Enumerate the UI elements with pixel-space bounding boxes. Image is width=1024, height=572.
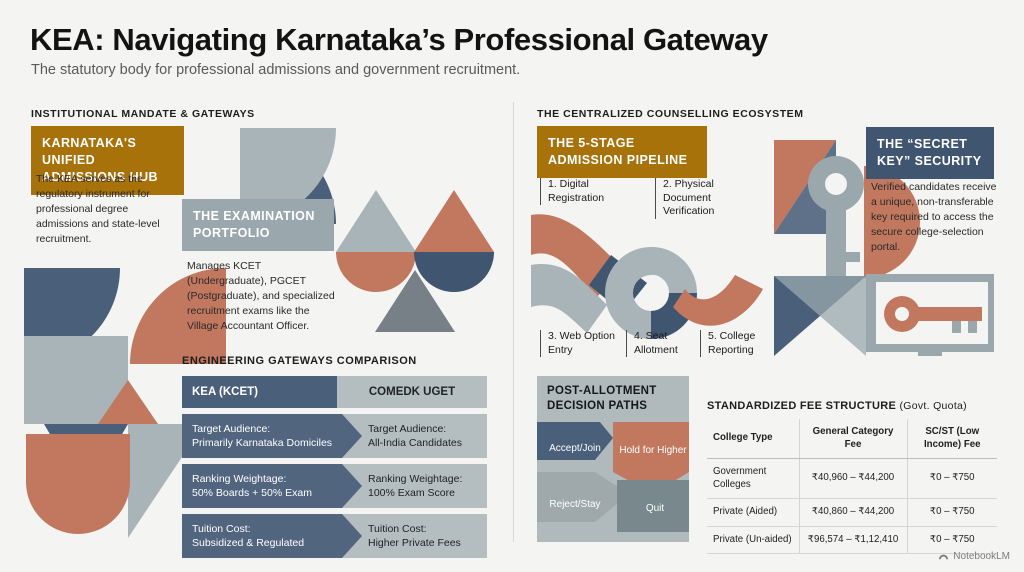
fee-heading-main: STANDARDIZED FEE STRUCTURE <box>707 400 897 412</box>
row-comedk-value: 100% Exam Score <box>368 487 455 499</box>
pipeline-flow-graphic <box>531 214 763 339</box>
fee-col-scst: SC/ST (Low Income) Fee <box>906 419 997 459</box>
pipeline-stage-5: 5. College Reporting <box>700 330 770 357</box>
card-title-secret-key-security: THE “SECRET KEY” SECURITY <box>866 127 994 179</box>
comparison-header-row: KEA (KCET) COMEDK UGET <box>182 376 487 408</box>
card-title-examination-portfolio: THE EXAMINATION PORTFOLIO <box>182 199 334 251</box>
card-title-admission-pipeline: THE 5-STAGE ADMISSION PIPELINE <box>537 126 707 178</box>
comparison-row: Target Audience: Primarily Karnataka Dom… <box>182 414 487 458</box>
card-body-examination-portfolio: Manages KCET (Undergraduate), PGCET (Pos… <box>187 260 335 332</box>
fee-cell-scst: ₹0 – ₹750 <box>906 526 997 554</box>
decision-tile-accept-join: Accept/Join <box>549 442 601 454</box>
row-comedk-cell: Target Audience: All-India Candidates <box>368 414 487 458</box>
section-header-right: THE CENTRALIZED COUNSELLING ECOSYSTEM <box>537 108 804 120</box>
card-body-secret-key-security: Verified candidates receive a unique, no… <box>871 181 997 253</box>
watermark: NotebookLM <box>938 551 1010 562</box>
row-kea-cell: Tuition Cost: Subsidized & Regulated <box>182 514 362 558</box>
row-kea-cell: Ranking Weightage: 50% Boards + 50% Exam <box>182 464 362 508</box>
fee-cell-scst: ₹0 – ₹750 <box>906 498 997 527</box>
table-row: Private (Un-aided) ₹96,574 – ₹1,12,410 ₹… <box>707 526 997 554</box>
decorative-geometry-left <box>24 128 494 538</box>
comparison-heading: ENGINEERING GATEWAYS COMPARISON <box>182 355 417 367</box>
table-row: Government Colleges ₹40,960 – ₹44,200 ₹0… <box>707 458 997 499</box>
card-title-admissions-hub: KARNATAKA'S UNIFIED ADMISSIONS HUB <box>31 126 184 195</box>
row-kea-title: Ranking Weightage: <box>192 473 287 485</box>
fee-heading-sub: (Govt. Quota) <box>899 400 967 412</box>
fee-cell-general: ₹96,574 – ₹1,12,410 <box>798 526 907 554</box>
section-header-left: INSTITUTIONAL MANDATE & GATEWAYS <box>31 108 255 120</box>
row-comedk-title: Tuition Cost: <box>368 523 427 535</box>
key-security-graphic <box>774 140 994 356</box>
table-row: Private (Aided) ₹40,860 – ₹44,200 ₹0 – ₹… <box>707 498 997 527</box>
row-comedk-value: All-India Candidates <box>368 437 462 449</box>
page-title: KEA: Navigating Karnataka’s Professional… <box>30 22 768 57</box>
fee-cell-scst: ₹0 – ₹750 <box>906 458 997 499</box>
comparison-col-comedk: COMEDK UGET <box>337 376 487 408</box>
fee-cell-type: Private (Un-aided) <box>707 526 799 554</box>
comparison-col-kea: KEA (KCET) <box>182 376 337 408</box>
row-kea-value: 50% Boards + 50% Exam <box>192 487 312 499</box>
comparison-row: Ranking Weightage: 50% Boards + 50% Exam… <box>182 464 487 508</box>
fee-cell-general: ₹40,960 – ₹44,200 <box>798 458 907 499</box>
row-comedk-value: Higher Private Fees <box>368 537 461 549</box>
fee-cell-type: Government Colleges <box>707 458 799 499</box>
row-kea-title: Tuition Cost: <box>192 523 251 535</box>
decision-paths-graphic: POST-ALLOTMENT DECISION PATHS Accept/Joi… <box>537 376 689 542</box>
decision-tile-quit: Quit <box>645 502 665 514</box>
row-comedk-cell: Ranking Weightage: 100% Exam Score <box>368 464 487 508</box>
pipeline-stage-3: 3. Web Option Entry <box>540 330 616 357</box>
page-subtitle: The statutory body for professional admi… <box>31 62 521 78</box>
fee-cell-type: Private (Aided) <box>707 498 799 527</box>
key-icon <box>884 296 982 333</box>
fee-col-general: General Category Fee <box>798 419 907 459</box>
row-kea-value: Subsidized & Regulated <box>192 537 305 549</box>
comparison-row: Tuition Cost: Subsidized & Regulated Tui… <box>182 514 487 558</box>
card-title-decision-paths: POST-ALLOTMENT DECISION PATHS <box>537 376 689 422</box>
fee-cell-general: ₹40,860 – ₹44,200 <box>798 498 907 527</box>
fee-structure-heading: STANDARDIZED FEE STRUCTURE (Govt. Quota) <box>707 400 967 412</box>
decision-tile-hold-for-higher: Hold for Higher <box>619 444 687 456</box>
decision-tile-reject-stay: Reject/Stay <box>549 498 601 510</box>
row-comedk-title: Target Audience: <box>368 423 447 435</box>
row-comedk-cell: Tuition Cost: Higher Private Fees <box>368 514 487 558</box>
row-kea-title: Target Audience: <box>192 423 271 435</box>
card-body-admissions-hub: The KEA serves as the regulatory instrum… <box>36 173 160 245</box>
pipeline-stage-1: 1. Digital Registration <box>540 178 618 205</box>
row-comedk-title: Ranking Weightage: <box>368 473 463 485</box>
fee-col-college-type: College Type <box>707 419 799 459</box>
row-kea-cell: Target Audience: Primarily Karnataka Dom… <box>182 414 362 458</box>
fee-structure-table: College Type General Category Fee SC/ST … <box>707 419 997 554</box>
watermark-label: NotebookLM <box>953 551 1010 562</box>
pipeline-stage-4: 4. Seat Allotment <box>626 330 692 357</box>
fee-header-row: College Type General Category Fee SC/ST … <box>707 419 997 459</box>
row-kea-value: Primarily Karnataka Domiciles <box>192 437 333 449</box>
pipeline-stage-2: 2. Physical Document Verification <box>655 178 733 219</box>
notebooklm-icon <box>939 554 949 560</box>
comparison-table: KEA (KCET) COMEDK UGET Target Audience: … <box>182 376 487 564</box>
column-divider <box>513 102 514 542</box>
